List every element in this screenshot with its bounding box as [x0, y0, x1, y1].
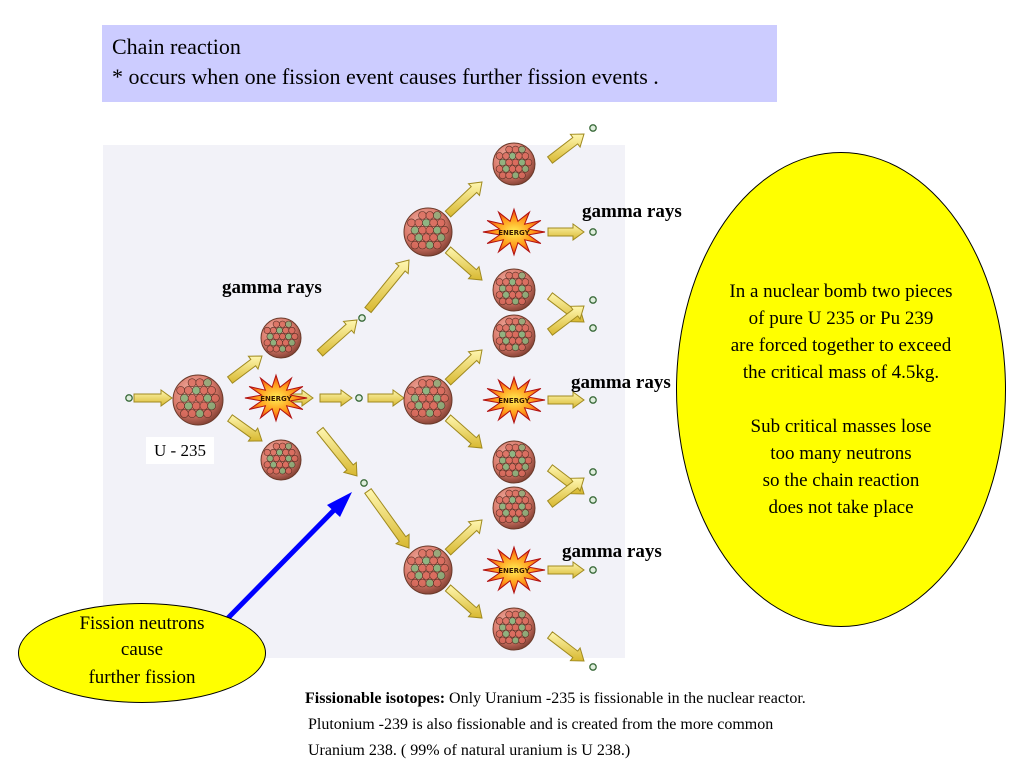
neutron-arrow: [367, 389, 405, 407]
bomb-note-line: the critical mass of 4.5kg.: [742, 362, 940, 383]
nucleus: [492, 486, 536, 530]
neutron-arrow: [226, 355, 263, 384]
neutron-arrow: [546, 631, 585, 662]
neutron-arrow: [547, 561, 585, 579]
nucleus: [260, 317, 302, 359]
neutron-arrow: [316, 319, 358, 357]
energy-label: ENERGY: [260, 395, 292, 403]
neutron-dot: [589, 228, 597, 236]
bomb-note-line: In a nuclear bomb two pieces: [729, 281, 953, 302]
fission-neutrons-callout: [18, 603, 266, 703]
energy-burst: ENERGY: [482, 207, 546, 257]
gamma-rays-label: gamma rays: [571, 372, 671, 393]
callout-line: further fission: [88, 667, 196, 688]
energy-label: ENERGY: [498, 229, 530, 237]
footer-heading: Fissionable isotopes:: [305, 690, 446, 707]
neutron-arrow: [316, 426, 358, 477]
nucleus: [172, 374, 224, 426]
title-heading: Chain reaction: [112, 34, 241, 59]
neutron-arrow: [546, 477, 585, 508]
nucleus: [260, 439, 302, 481]
nucleus: [492, 440, 536, 484]
bomb-note-line: too many neutrons: [770, 443, 912, 464]
neutron-arrow: [444, 349, 483, 386]
neutron-dot: [589, 296, 597, 304]
nucleus: [403, 545, 453, 595]
neutron-arrow: [364, 259, 410, 314]
bomb-note-line: are forced together to exceed: [730, 335, 952, 356]
neutron-arrow: [444, 246, 483, 281]
neutron-arrow: [227, 414, 263, 442]
neutron-arrow: [546, 133, 585, 164]
footer-line-2: Plutonium -239 is also fissionable and i…: [308, 716, 774, 733]
nucleus: [403, 375, 453, 425]
energy-label: ENERGY: [498, 567, 530, 575]
nucleus: [403, 207, 453, 257]
nucleus: [492, 268, 536, 312]
gamma-rays-label: gamma rays: [222, 277, 322, 298]
neutron-arrow: [133, 389, 173, 407]
nucleus: [492, 314, 536, 358]
neutron-dot: [589, 496, 597, 504]
energy-burst: ENERGY: [482, 375, 546, 425]
neutron-arrow: [444, 414, 483, 449]
callout-line: Fission neutrons: [79, 613, 205, 634]
neutron-arrow: [547, 391, 585, 409]
footer-text: Only Uranium -235 is fissionable in the …: [445, 690, 806, 707]
neutron-arrow: [444, 584, 483, 619]
footer-line-1: Fissionable isotopes: Only Uranium -235 …: [305, 688, 806, 709]
nucleus: [492, 607, 536, 651]
bomb-note-line: of pure U 235 or Pu 239: [748, 308, 934, 329]
neutron-arrow: [444, 181, 483, 218]
neutron-arrow: [547, 223, 585, 241]
neutron-dot: [358, 314, 366, 322]
nucleus: [492, 142, 536, 186]
neutron-arrow: [319, 389, 353, 407]
neutron-dot: [360, 479, 368, 487]
neutron-dot: [589, 324, 597, 332]
title-box: Chain reaction * occurs when one fission…: [102, 25, 777, 102]
footer-line-3: Uranium 238. ( 99% of natural uranium is…: [308, 742, 631, 759]
gamma-rays-label: gamma rays: [562, 541, 662, 562]
energy-label: ENERGY: [498, 397, 530, 405]
bomb-note-ellipse: [676, 152, 1006, 627]
neutron-arrow: [546, 305, 585, 336]
energy-burst: ENERGY: [244, 373, 308, 423]
pointer-arrow: [226, 492, 352, 620]
bomb-note-line: so the chain reaction: [762, 470, 920, 491]
neutron-dot: [589, 124, 597, 132]
neutron-dot: [355, 394, 363, 402]
neutron-dot: [589, 663, 597, 671]
neutron-dot: [589, 396, 597, 404]
neutron-dot: [589, 468, 597, 476]
callout-line: cause: [120, 639, 164, 660]
neutron-arrow: [364, 488, 410, 549]
gamma-rays-label: gamma rays: [582, 201, 682, 222]
energy-burst: ENERGY: [482, 545, 546, 595]
title-definition: * occurs when one fission event causes f…: [112, 64, 659, 89]
neutron-dot: [589, 566, 597, 574]
bomb-note-line: does not take place: [768, 497, 914, 518]
neutron-dot: [125, 394, 133, 402]
bomb-note-line: Sub critical masses lose: [750, 416, 932, 437]
neutron-arrow: [444, 519, 483, 556]
u235-label: U - 235: [146, 437, 214, 464]
